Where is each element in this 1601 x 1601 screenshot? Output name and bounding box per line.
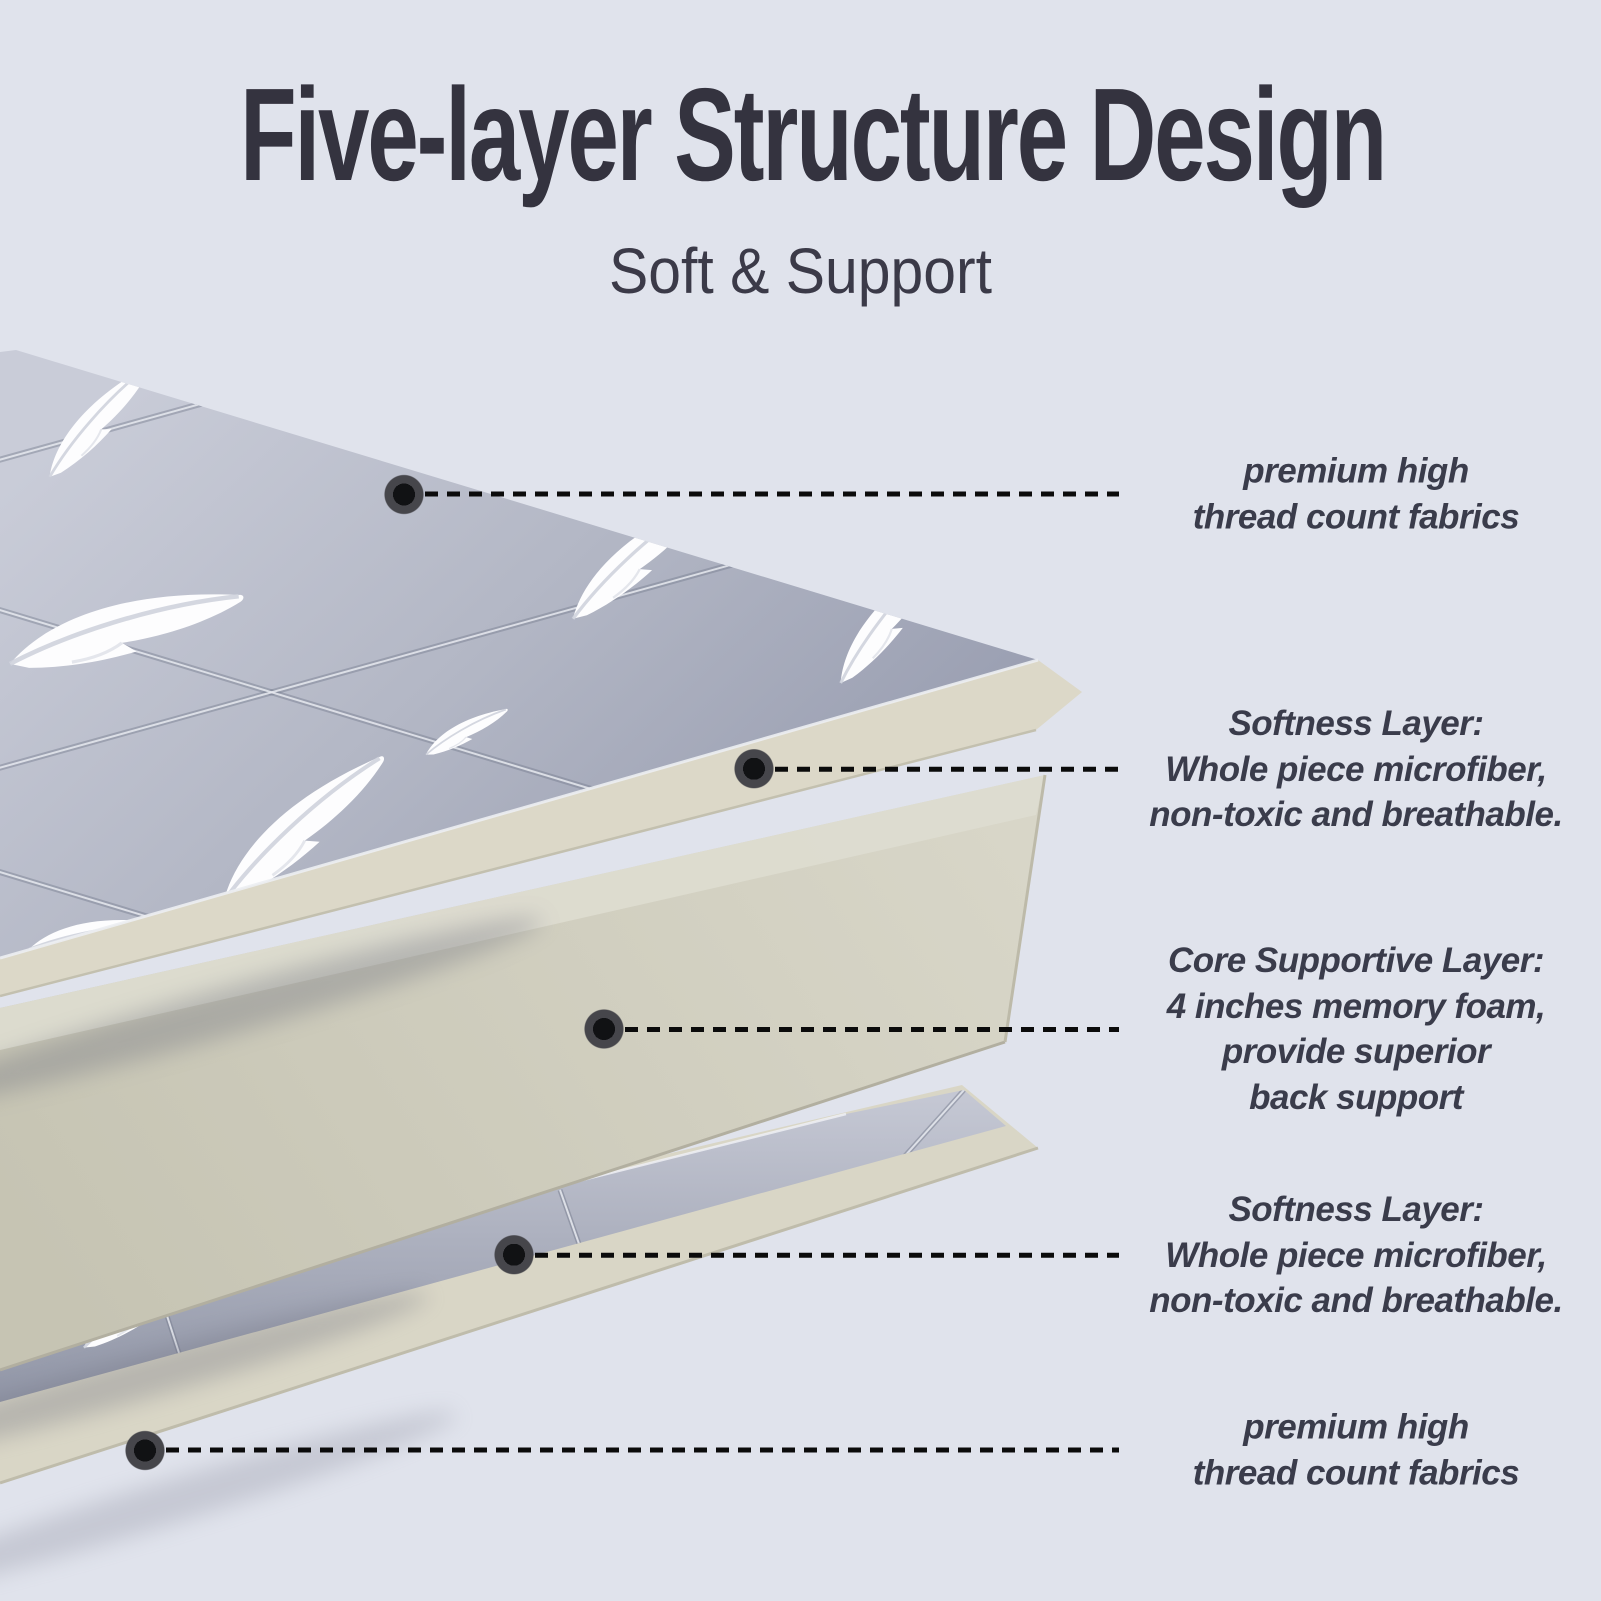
callout-softness-layer-top: Softness Layer: Whole piece microfiber, … [733, 701, 1585, 838]
callout-dot [493, 1234, 535, 1276]
callout-dashed-line [425, 491, 1119, 497]
callout-label: premium high thread count fabrics [1192, 451, 1520, 537]
top-cream-edge-band [0, 660, 1082, 996]
top-fabric-surface [0, 350, 1038, 958]
callout-dot [124, 1429, 166, 1471]
callout-core-supportive-layer: Core Supportive Layer: 4 inches memory f… [583, 938, 1585, 1120]
callout-premium-fabric-top: premium high thread count fabrics [383, 449, 1585, 540]
foam-front-face [0, 775, 1045, 1370]
foam-shadow [0, 1292, 429, 1464]
callout-softness-layer-bottom: Softness Layer: Whole piece microfiber, … [493, 1187, 1585, 1324]
callout-dashed-line [166, 1447, 1119, 1453]
callout-dashed-line [625, 1026, 1119, 1032]
callout-dashed-line [535, 1252, 1119, 1258]
top-layer-shadow [0, 918, 543, 1106]
page-title: Five-layer Structure Design [240, 61, 1387, 208]
callout-label: premium high thread count fabrics [1192, 1407, 1520, 1493]
callout-dot [383, 473, 425, 515]
ground-shadow [0, 1411, 457, 1599]
callout-premium-fabric-bottom: premium high thread count fabrics [124, 1405, 1585, 1496]
callout-dot [733, 748, 775, 790]
callout-dot [583, 1008, 625, 1050]
foam-core-layer [0, 774, 1047, 1372]
callout-label: Core Supportive Layer: 4 inches memory f… [1166, 941, 1546, 1117]
callout-label: Softness Layer: Whole piece microfiber, … [1149, 703, 1563, 834]
page-subtitle: Soft & Support [609, 235, 992, 307]
callout-dashed-line [775, 766, 1119, 772]
feather-icon [292, 362, 409, 438]
callout-label: Softness Layer: Whole piece microfiber, … [1149, 1189, 1563, 1320]
